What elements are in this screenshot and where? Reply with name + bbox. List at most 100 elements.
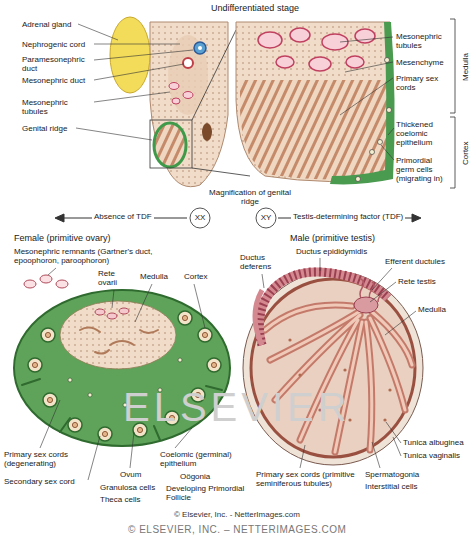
karyotype-text: XX xyxy=(195,214,206,223)
embryo-section xyxy=(172,98,180,104)
arrow-label: Testis-determining factor (TDF) xyxy=(291,212,405,221)
primitive-ovary xyxy=(198,328,212,342)
magnification-box xyxy=(192,30,236,120)
primitive-testis xyxy=(360,278,364,300)
primitive-testis xyxy=(388,388,391,391)
leader-line xyxy=(94,64,184,80)
primitive-testis xyxy=(255,290,262,345)
leader-line xyxy=(372,268,392,290)
magnification-box xyxy=(150,30,250,176)
primitive-ovary xyxy=(68,418,82,432)
primitive-ovary xyxy=(24,275,68,288)
primitive-ovary xyxy=(107,313,117,319)
primitive-testis xyxy=(259,272,388,345)
genital-ridge-magnified xyxy=(356,58,392,182)
structure-label: Mesonephric duct xyxy=(22,76,92,85)
structure-label: Mesonephric remnants (Gartner's duct, ep… xyxy=(14,247,194,265)
genital-ridge-magnified xyxy=(258,32,282,48)
structure-label: Primary sex cords xyxy=(396,74,450,92)
circle-outline xyxy=(256,208,276,228)
structure-label: Ductus deferens xyxy=(240,253,290,271)
primitive-ovary xyxy=(95,308,129,319)
bracket xyxy=(450,117,455,188)
genital-ridge-magnified xyxy=(236,22,394,182)
leader-line xyxy=(340,78,393,115)
arrow xyxy=(412,214,421,222)
embryo-section xyxy=(154,123,186,167)
embryo-section xyxy=(168,35,208,115)
structure-label: Spermatogonia xyxy=(365,470,419,479)
primitive-testis xyxy=(259,272,388,345)
structure-label: Granulosa cells xyxy=(100,483,155,492)
magnification-box xyxy=(150,120,192,168)
arrow-label: Absence of TDF xyxy=(92,212,154,221)
primitive-ovary xyxy=(140,330,158,333)
primitive-ovary xyxy=(178,311,192,325)
genital-ridge-magnified xyxy=(290,28,310,42)
primitive-ovary xyxy=(211,362,216,367)
structure-label: Coelomic (germinal) epithelium xyxy=(160,450,236,468)
primitive-testis xyxy=(243,271,423,465)
embryo-section xyxy=(194,42,206,54)
arrow xyxy=(55,214,64,222)
primitive-testis xyxy=(288,338,291,341)
panel-heading: Female (primitive ovary) xyxy=(14,233,111,243)
section-title: Undifferentiated stage xyxy=(211,3,299,13)
embryo-section xyxy=(198,46,202,50)
leader-line xyxy=(388,128,394,135)
genital-ridge-magnified xyxy=(378,140,383,145)
primitive-testis xyxy=(354,297,378,313)
genital-ridge-magnified xyxy=(387,108,392,113)
leader-line xyxy=(345,62,393,72)
structure-label: Paramesonephric duct xyxy=(22,55,92,73)
structure-label: Mesonephric tubules xyxy=(22,98,92,116)
genital-ridge-magnified xyxy=(309,57,331,71)
primitive-testis xyxy=(243,271,423,465)
primitive-ovary xyxy=(88,393,92,397)
primitive-ovary xyxy=(47,397,52,402)
leader-line xyxy=(385,311,416,335)
primitive-ovary xyxy=(178,358,182,362)
structure-label: Secondary sex cord xyxy=(4,477,75,486)
primitive-ovary xyxy=(119,308,129,314)
primitive-ovary xyxy=(95,350,109,354)
structure-label: Interstitial cells xyxy=(365,482,417,491)
structure-label: Medulla xyxy=(140,272,168,281)
karyotype-circle: XY xyxy=(255,207,277,229)
embryo-section xyxy=(150,22,228,187)
leader-line xyxy=(76,128,152,140)
primitive-ovary xyxy=(80,327,158,353)
primitive-testis xyxy=(343,368,346,371)
embryo-section xyxy=(169,83,179,90)
structure-label: Oögonia xyxy=(180,472,210,481)
genital-ridge-magnified xyxy=(322,34,348,50)
genital-ridge-magnified xyxy=(240,80,391,180)
leader-line xyxy=(130,432,134,468)
copyright-note: © ELSEVIER, INC. – NETTERIMAGES.COM xyxy=(128,524,346,536)
leader-line xyxy=(340,37,393,42)
leader-line xyxy=(94,92,170,102)
leader-line xyxy=(300,445,305,468)
leader-line xyxy=(381,145,394,160)
primitive-testis xyxy=(251,279,415,457)
embryo-section xyxy=(110,17,228,187)
bracket xyxy=(450,19,455,113)
embryo-section xyxy=(202,123,212,141)
primitive-ovary xyxy=(41,328,55,342)
structure-label: Ovum xyxy=(120,470,141,479)
structure-label: Nephrogenic cord xyxy=(22,40,85,49)
leader-line xyxy=(372,442,380,468)
primitive-ovary xyxy=(80,327,100,332)
copyright-note: © Elsevier, Inc. - NetterImages.com xyxy=(174,510,300,519)
structure-label: Medulla xyxy=(418,305,446,314)
genital-ridge-magnified xyxy=(346,56,364,68)
structure-label: Mesenchyme xyxy=(396,58,444,67)
structure-label: Efferent ductules xyxy=(385,257,445,266)
leader-line xyxy=(175,428,192,448)
leader-line xyxy=(94,50,193,60)
primitive-ovary xyxy=(207,358,221,372)
primitive-ovary xyxy=(72,422,77,427)
primitive-testis xyxy=(265,305,412,452)
genital-ridge-magnified xyxy=(276,56,294,68)
structure-label: Primordial germ cells (migrating in) xyxy=(396,156,452,184)
